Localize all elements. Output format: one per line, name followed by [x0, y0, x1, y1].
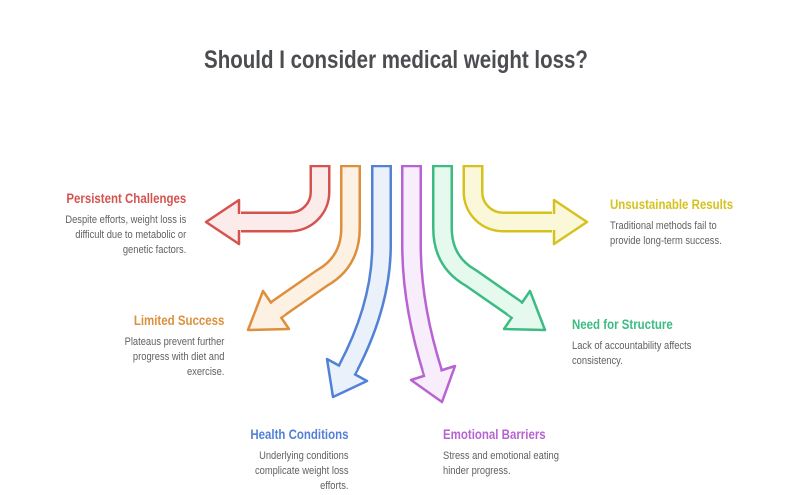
- item-heading: Limited Success: [133, 313, 224, 328]
- item-heading: Health Conditions: [249, 427, 348, 442]
- page-title: Should I consider medical weight loss?: [204, 46, 588, 74]
- item-heading: Persistent Challenges: [66, 191, 186, 206]
- item-need-for-structure: Need for Structure Lack of accountabilit…: [572, 316, 691, 369]
- item-body: Traditional methods fail to provide long…: [610, 220, 722, 247]
- arrow-shaft-fill: [465, 167, 552, 230]
- arrow-shaft-fill: [271, 167, 359, 317]
- arrow-health-conditions: [325, 165, 392, 399]
- item-unsustainable-results: Unsustainable Results Traditional method…: [610, 196, 733, 249]
- arrow-shaft-fill: [434, 167, 522, 317]
- item-limited-success: Limited Success Plateaus prevent further…: [124, 312, 224, 380]
- arrow-joint: [423, 364, 443, 384]
- arrow-persistent-challenges: [204, 165, 331, 246]
- item-heading: Unsustainable Results: [610, 197, 734, 212]
- arrow-joint: [264, 300, 286, 322]
- item-emotional-barriers: Emotional Barriers Stress and emotional …: [443, 426, 559, 479]
- arrow-need-for-structure: [432, 165, 547, 332]
- arrow-shaft-fill: [339, 167, 390, 374]
- item-health-conditions: Health Conditions Underlying conditions …: [250, 426, 348, 494]
- item-body: Lack of accountability affects consisten…: [572, 340, 692, 367]
- item-body: Plateaus prevent further progress with d…: [124, 336, 224, 378]
- arrow-joint: [507, 300, 529, 322]
- item-body: Stress and emotional eating hinder progr…: [443, 450, 559, 477]
- item-body: Despite efforts, weight loss is difficul…: [65, 214, 186, 256]
- item-body: Underlying conditions complicate weight …: [254, 450, 348, 492]
- arrow-joint: [336, 360, 357, 382]
- item-heading: Emotional Barriers: [443, 427, 546, 442]
- arrow-shaft-fill: [403, 167, 441, 376]
- arrow-limited-success: [246, 165, 361, 332]
- arrow-unsustainable-results: [462, 165, 589, 246]
- arrow-emotional-barriers: [401, 165, 457, 404]
- item-heading: Need for Structure: [572, 317, 673, 332]
- arrow-shaft-fill: [241, 167, 328, 230]
- item-persistent-challenges: Persistent Challenges Despite efforts, w…: [65, 190, 186, 258]
